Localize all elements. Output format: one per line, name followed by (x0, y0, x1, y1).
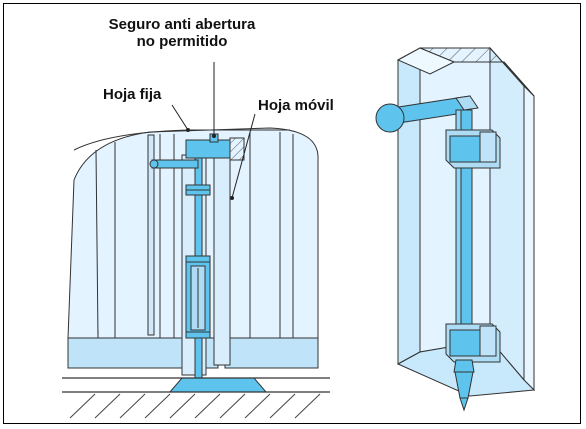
left-door-view (62, 127, 330, 393)
fixed-leaf-label: Hoja fija (103, 86, 162, 103)
figure-border (3, 3, 581, 424)
lock-label: Seguro anti abertura no permitido (82, 16, 282, 50)
leader-dots (186, 128, 234, 200)
leader-lines (171, 62, 256, 199)
lock-label-line2: no permitido (136, 33, 228, 50)
floor-hatching (69, 393, 321, 419)
lock-label-line1: Seguro anti abertura (108, 16, 256, 33)
right-bolt-view (375, 46, 536, 412)
mobile-leaf-label: Hoja móvil (258, 97, 334, 114)
